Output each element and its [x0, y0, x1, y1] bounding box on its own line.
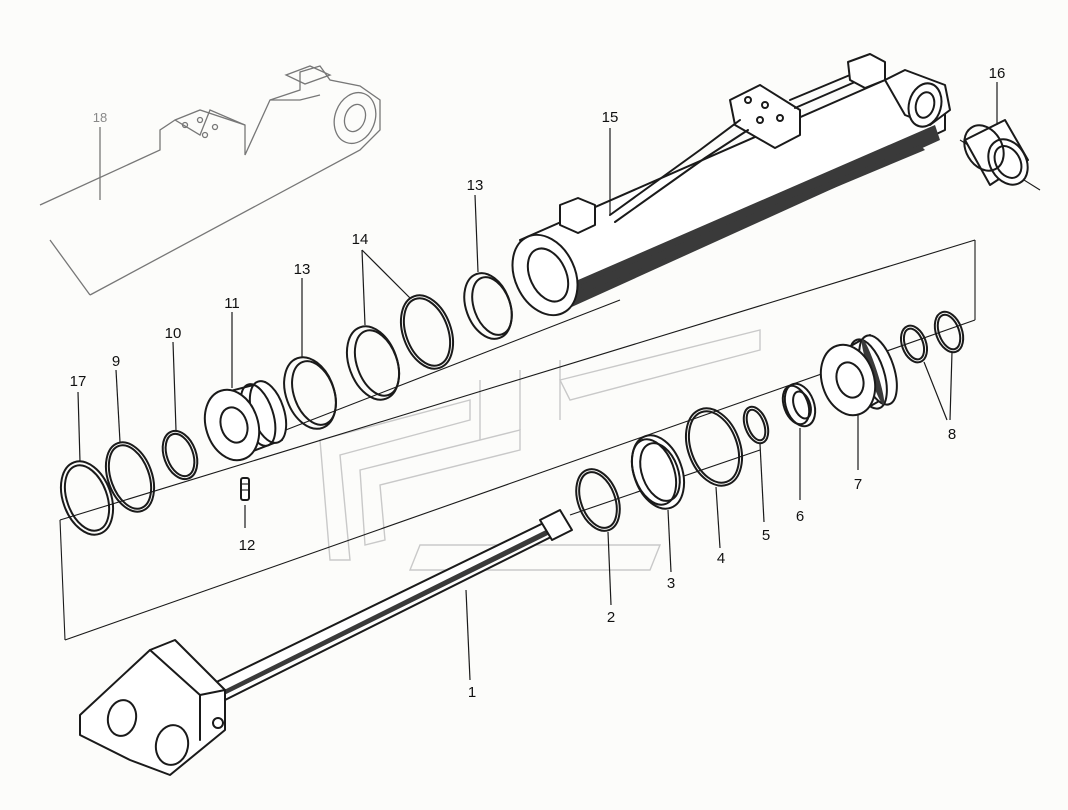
label-2: 2: [607, 609, 615, 626]
part-16-bushing: 16: [963, 65, 1029, 186]
part-15-cylinder-barrel: 15: [511, 53, 951, 317]
part-7-gland: 7: [819, 334, 898, 493]
part-9-ring: 9: [104, 353, 156, 513]
part-5-ring: 5: [742, 405, 770, 544]
part-10-ring: 10: [161, 325, 199, 481]
label-17: 17: [70, 373, 87, 390]
part-6-seal: 6: [781, 382, 817, 525]
label-18: 18: [93, 110, 107, 125]
part-18-cylinder-variant: 18: [39, 65, 381, 296]
part-13-backup-ring-a: 13: [463, 177, 513, 340]
label-1: 1: [468, 684, 476, 701]
label-13-b: 13: [294, 261, 311, 278]
part-11-piston: 11: [203, 295, 288, 462]
label-7: 7: [854, 476, 862, 493]
label-16: 16: [989, 65, 1006, 82]
part-12-set-screw: 12: [239, 477, 256, 554]
part-1-piston-rod: 1: [79, 509, 573, 776]
label-3: 3: [667, 575, 675, 592]
label-14: 14: [352, 231, 369, 248]
part-4-o-ring: 4: [684, 407, 744, 567]
part-2-ring: 2: [575, 468, 621, 626]
label-11: 11: [224, 295, 240, 312]
label-12: 12: [239, 537, 256, 554]
part-8-o-rings: 8: [899, 310, 965, 443]
part-3-wiper: 3: [630, 434, 686, 592]
label-9: 9: [112, 353, 120, 370]
label-5: 5: [762, 527, 770, 544]
label-8: 8: [948, 426, 956, 443]
label-6: 6: [796, 508, 804, 525]
label-10: 10: [165, 325, 182, 342]
label-4: 4: [717, 550, 725, 567]
part-17-ring: 17: [59, 373, 115, 536]
part-13-backup-ring-b: 13: [283, 261, 337, 430]
watermark: [319, 329, 761, 571]
label-15: 15: [602, 109, 619, 126]
label-13-a: 13: [467, 177, 484, 194]
part-14-o-rings: 14: [345, 231, 455, 401]
